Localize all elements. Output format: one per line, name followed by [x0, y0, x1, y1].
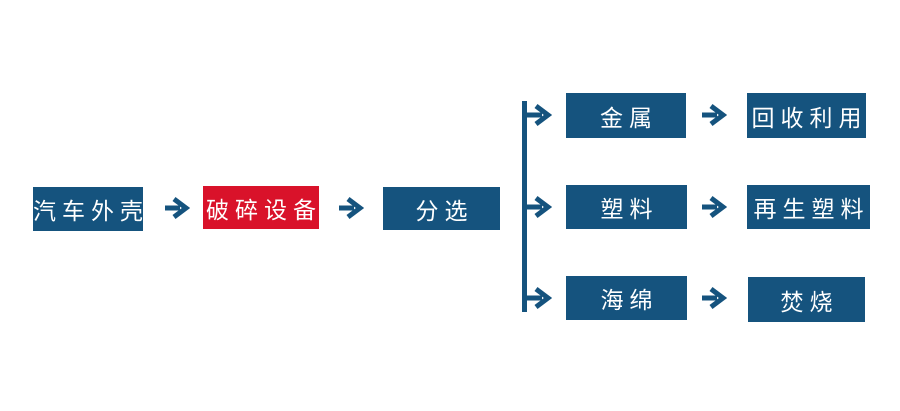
branch-right-arrow-icon — [524, 104, 552, 126]
right-arrow-icon — [339, 197, 364, 219]
node-crushing-equipment: 破碎设备 — [203, 186, 319, 229]
right-arrow-icon — [165, 197, 190, 219]
right-arrow-icon — [702, 196, 727, 218]
right-arrow-icon — [702, 287, 727, 309]
branch-right-arrow-icon — [524, 287, 552, 309]
right-arrow-icon — [702, 104, 727, 126]
branch-right-arrow-icon — [524, 196, 552, 218]
node-metal: 金属 — [566, 93, 686, 138]
node-sorting: 分选 — [383, 187, 500, 230]
node-incineration: 焚烧 — [748, 277, 865, 322]
node-plastic: 塑料 — [566, 185, 687, 229]
node-car-shell: 汽车外壳 — [33, 187, 143, 231]
node-sponge: 海绵 — [566, 276, 687, 320]
node-recycled-plastic: 再生塑料 — [747, 185, 870, 229]
node-recycling: 回收利用 — [747, 93, 866, 138]
